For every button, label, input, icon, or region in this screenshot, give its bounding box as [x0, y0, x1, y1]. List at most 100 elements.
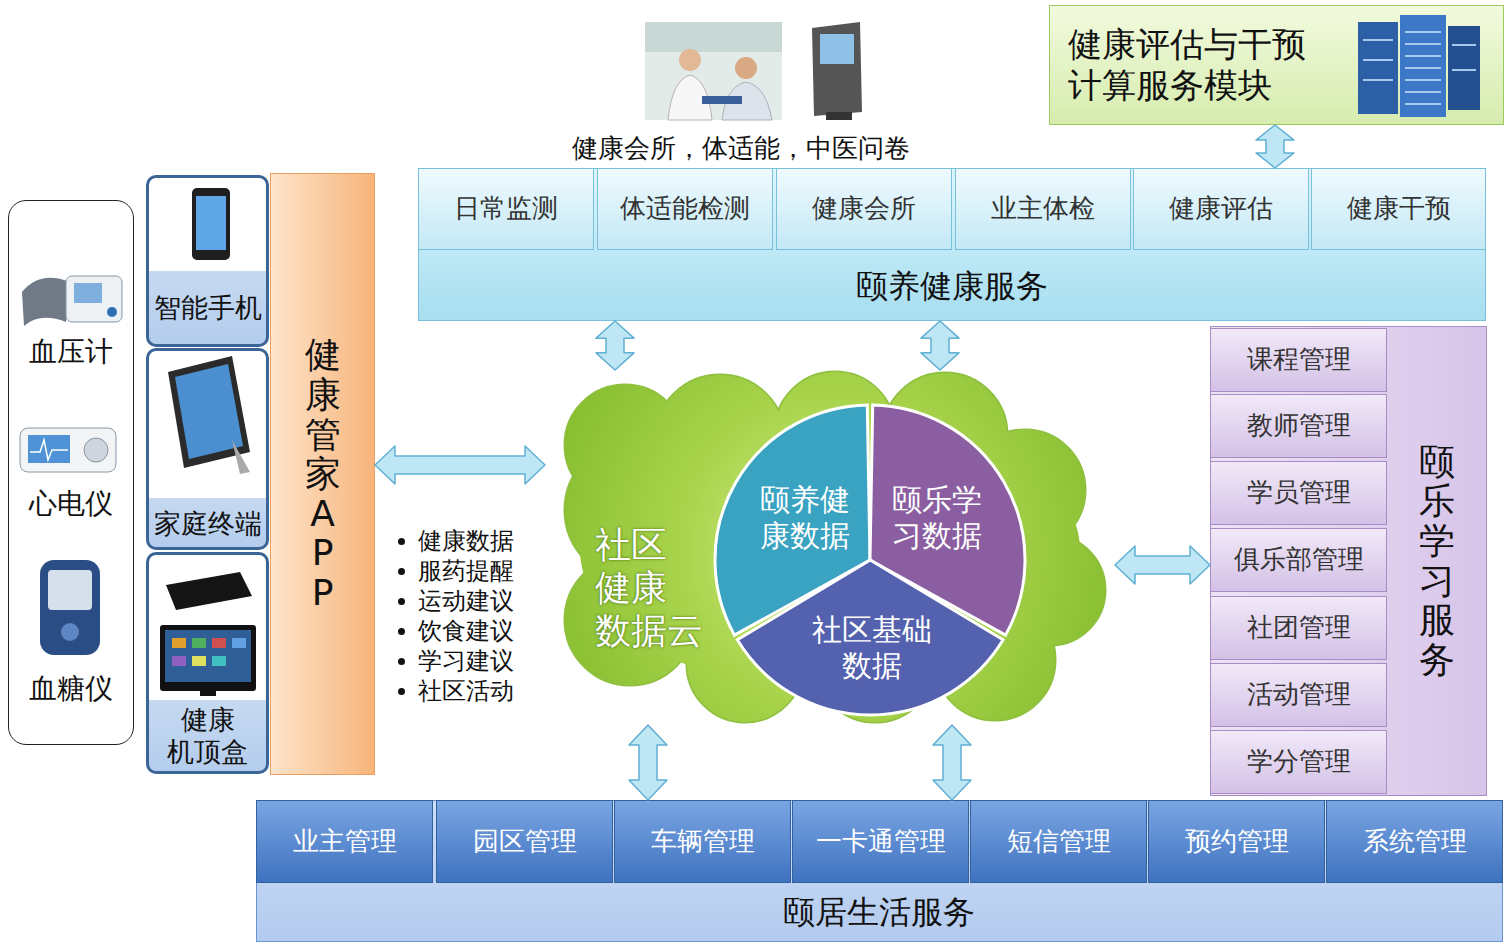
photo-caption: 健康会所，体适能，中医问卷 [572, 133, 910, 164]
text-holder: 学分管理 [1211, 731, 1386, 793]
learning-item: 课程管理 [1210, 328, 1387, 392]
service-item: 日常监测 [418, 168, 594, 250]
clinic-photo [645, 22, 782, 52]
node-text: 心电仪 [29, 487, 113, 521]
node-text: 健康管家APP [305, 335, 341, 612]
data-cloud: 社区 健康 数据云颐养健 康数据颐乐学 习数据社区基础 数据 [545, 370, 1115, 725]
double-arrow [921, 321, 959, 370]
node-text: 课程管理 [1247, 344, 1351, 375]
life-item: 系统管理 [1326, 800, 1503, 883]
text-holder: 俱乐部管理 [1211, 529, 1386, 591]
clinic-photo [679, 49, 701, 71]
bullet-item: 健康数据 [418, 527, 514, 556]
node-text: 健康干预 [1347, 193, 1451, 224]
node-text: 智能手机 [154, 292, 262, 324]
blood-pressure-icon [22, 276, 122, 326]
text-holder: 健康管家APP [271, 174, 374, 774]
ecg-icon [30, 440, 68, 460]
terminal-box: 家庭终端 [146, 348, 269, 550]
text-holder: 健康干预 [1312, 169, 1485, 249]
terminal-box: 健康 机顶盒 [146, 552, 269, 774]
service-item: 业主体检 [955, 168, 1131, 250]
node-text: 短信管理 [1007, 826, 1111, 857]
node-text: 颐居生活服务 [783, 893, 975, 931]
node-text: 活动管理 [1247, 679, 1351, 710]
text-holder: 颐养健康服务 [419, 253, 1484, 319]
learning-item: 教师管理 [1210, 394, 1387, 458]
text-holder: 家庭终端 [149, 501, 266, 547]
data-segment: 社区基础 数据 [736, 560, 1004, 715]
life-item: 业主管理 [256, 800, 433, 883]
bullet-item: 社区活动 [418, 677, 514, 706]
text-holder: 社区基础 数据 [792, 598, 952, 698]
clinic-photo [702, 96, 742, 104]
node-text: 健康会所 [812, 193, 916, 224]
text-holder: 教师管理 [1211, 395, 1386, 457]
text-holder: 健康评估 [1134, 169, 1308, 249]
glucose-meter-icon [40, 560, 100, 655]
bullet-item: 饮食建议 [418, 617, 514, 646]
service-band: 颐养健康服务 日常监测 体适能检测 健康会所 业主体检 健康评估 健康干预 [418, 168, 1486, 321]
node-text: 颐乐学习服务 [1419, 442, 1455, 680]
service-item: 体适能检测 [597, 168, 773, 250]
kiosk-icon [812, 22, 862, 116]
learning-item: 俱乐部管理 [1210, 528, 1387, 592]
kiosk-icon [826, 112, 852, 120]
node-text: 学员管理 [1247, 477, 1351, 508]
text-holder: 心电仪 [9, 486, 132, 522]
node-text: 一卡通管理 [816, 826, 946, 857]
life-item: 车辆管理 [614, 800, 791, 883]
node-text: 社区基础 数据 [809, 612, 935, 684]
text-holder: 健康评估与干预 计算服务模块 [1062, 6, 1324, 123]
learning-item: 社团管理 [1210, 596, 1387, 660]
text-holder: 健康 机顶盒 [149, 701, 266, 771]
text-holder: 业主体检 [956, 169, 1130, 249]
clinic-photo [668, 75, 712, 120]
node-text: 业主管理 [293, 826, 397, 857]
life-item: 一卡通管理 [792, 800, 969, 883]
glucose-meter-icon [40, 560, 100, 655]
terminal-box: 智能手机 [146, 175, 269, 347]
text-holder: 业主管理 [257, 801, 432, 882]
text-holder: 日常监测 [419, 169, 593, 249]
clinic-photo [722, 82, 772, 120]
node-text: 颐养健 康数据 [757, 482, 853, 554]
node-text: 系统管理 [1363, 826, 1467, 857]
ecg-icon [28, 435, 70, 463]
blood-pressure-icon [74, 283, 102, 303]
ecg-icon [20, 428, 116, 472]
double-arrow [629, 725, 667, 800]
module-box: 健康评估与干预 计算服务模块 [1049, 5, 1504, 125]
node-text: 血压计 [29, 335, 113, 369]
text-holder: 系统管理 [1327, 801, 1502, 882]
node-text: 日常监测 [454, 193, 558, 224]
double-arrow [933, 725, 971, 800]
node-text: 健康评估 [1169, 193, 1273, 224]
service-item: 健康干预 [1311, 168, 1486, 250]
node-text: 车辆管理 [651, 826, 755, 857]
node-text: 家庭终端 [154, 508, 262, 540]
life-item: 预约管理 [1148, 800, 1325, 883]
text-holder: 智能手机 [149, 273, 266, 344]
device-panel: 血压计心电仪血糖仪 [8, 200, 134, 745]
cloud-outline [565, 372, 1105, 722]
node-text: 颐乐学 习数据 [889, 482, 985, 554]
text-holder: 预约管理 [1149, 801, 1324, 882]
node-text: 园区管理 [473, 826, 577, 857]
segment-shape [737, 560, 1003, 715]
text-holder: 颐居生活服务 [257, 884, 1501, 940]
node-text: 预约管理 [1185, 826, 1289, 857]
glucose-meter-icon [48, 570, 92, 610]
bullet-item: 学习建议 [418, 647, 514, 676]
text-holder: 一卡通管理 [793, 801, 968, 882]
node-text: 学分管理 [1247, 746, 1351, 777]
learning-panel: 颐乐学习服务 课程管理教师管理学员管理俱乐部管理社团管理活动管理学分管理 [1210, 326, 1487, 796]
service-item: 健康会所 [776, 168, 952, 250]
kiosk-icon [820, 34, 854, 64]
text-holder: 社区 健康 数据云 [590, 520, 715, 655]
kiosk-icon [812, 22, 862, 120]
text-holder: 血糖仪 [9, 671, 132, 707]
node-text: 业主体检 [991, 193, 1095, 224]
service-item: 健康评估 [1133, 168, 1309, 250]
